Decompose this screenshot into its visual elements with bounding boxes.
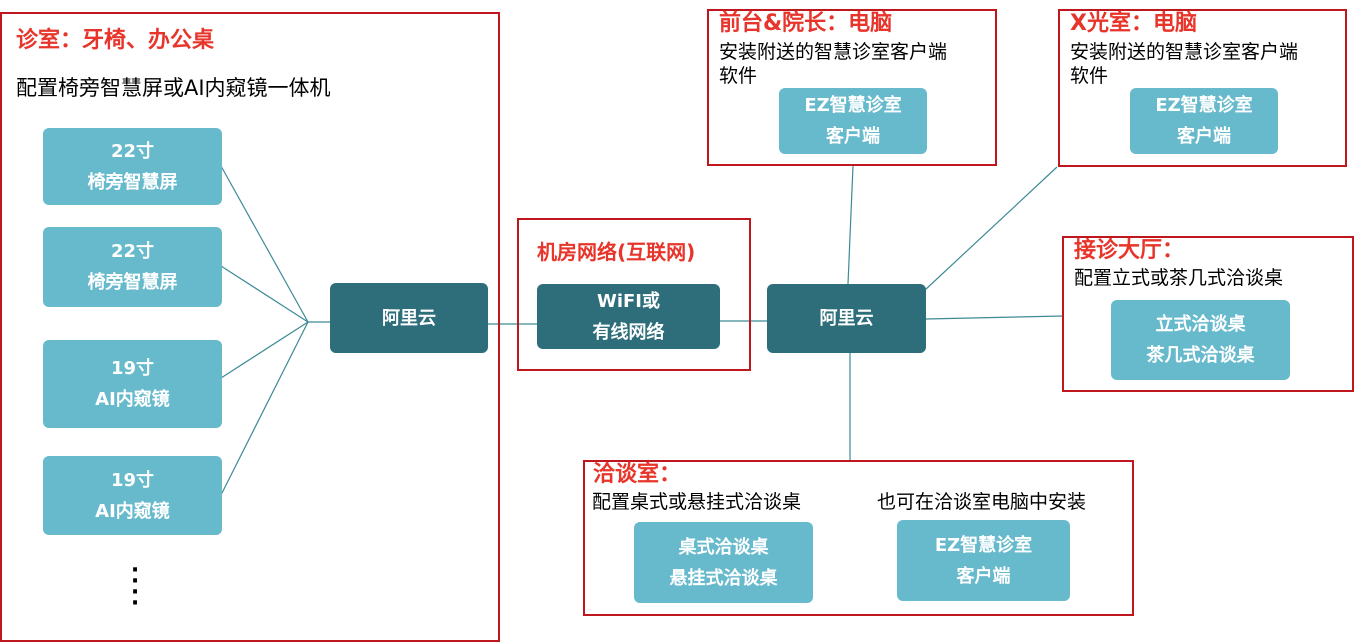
server-room-frame [517, 218, 751, 371]
consult-room-description: 配置桌式或悬挂式洽谈桌 [592, 491, 802, 513]
xray-room-frame [1058, 9, 1347, 167]
clinic-frame [0, 12, 500, 642]
clinic-description: 配置椅旁智慧屏或AI内窥镜一体机 [16, 76, 331, 100]
front-desk-description: 安装附送的智慧诊室客户端 软件 [719, 41, 948, 87]
xray-room-description: 安装附送的智慧诊室客户端 软件 [1070, 41, 1299, 87]
lobby-title: 接诊大厅： [1074, 238, 1185, 263]
aliyun-cloud-right: 阿里云 [767, 284, 926, 353]
device-chair-screen-1: 22寸 椅旁智慧屏 [43, 128, 222, 205]
front-desk-client-app: EZ智慧诊室 客户端 [779, 88, 927, 154]
xray-room-title: X光室：电脑 [1070, 11, 1197, 36]
front-desk-title: 前台&院长：电脑 [719, 11, 893, 36]
device-chair-screen-2: 22寸 椅旁智慧屏 [43, 227, 222, 307]
xray-client-app: EZ智慧诊室 客户端 [1130, 88, 1278, 154]
front-desk-frame [707, 9, 997, 166]
consult-room-title: 洽谈室： [593, 462, 682, 487]
lobby-consult-tables: 立式洽谈桌 茶几式洽谈桌 [1111, 300, 1290, 380]
aliyun-cloud-left: 阿里云 [330, 283, 488, 353]
consult-room-install-note: 也可在洽谈室电脑中安装 [877, 491, 1087, 513]
clinic-title: 诊室：牙椅、办公桌 [16, 28, 215, 53]
consult-room-frame [583, 460, 1134, 616]
device-ai-endoscope-2: 19寸 AI内窥镜 [43, 456, 222, 535]
lobby-frame [1062, 236, 1354, 392]
consult-tables: 桌式洽谈桌 悬挂式洽谈桌 [634, 522, 813, 603]
lobby-description: 配置立式或茶几式洽谈桌 [1074, 267, 1284, 289]
network-box: WiFI或 有线网络 [537, 284, 720, 349]
consult-client-app: EZ智慧诊室 客户端 [897, 520, 1070, 601]
more-devices-ellipsis: ···· [130, 558, 140, 616]
device-ai-endoscope-1: 19寸 AI内窥镜 [43, 340, 222, 428]
server-room-title: 机房网络(互联网) [537, 240, 696, 264]
